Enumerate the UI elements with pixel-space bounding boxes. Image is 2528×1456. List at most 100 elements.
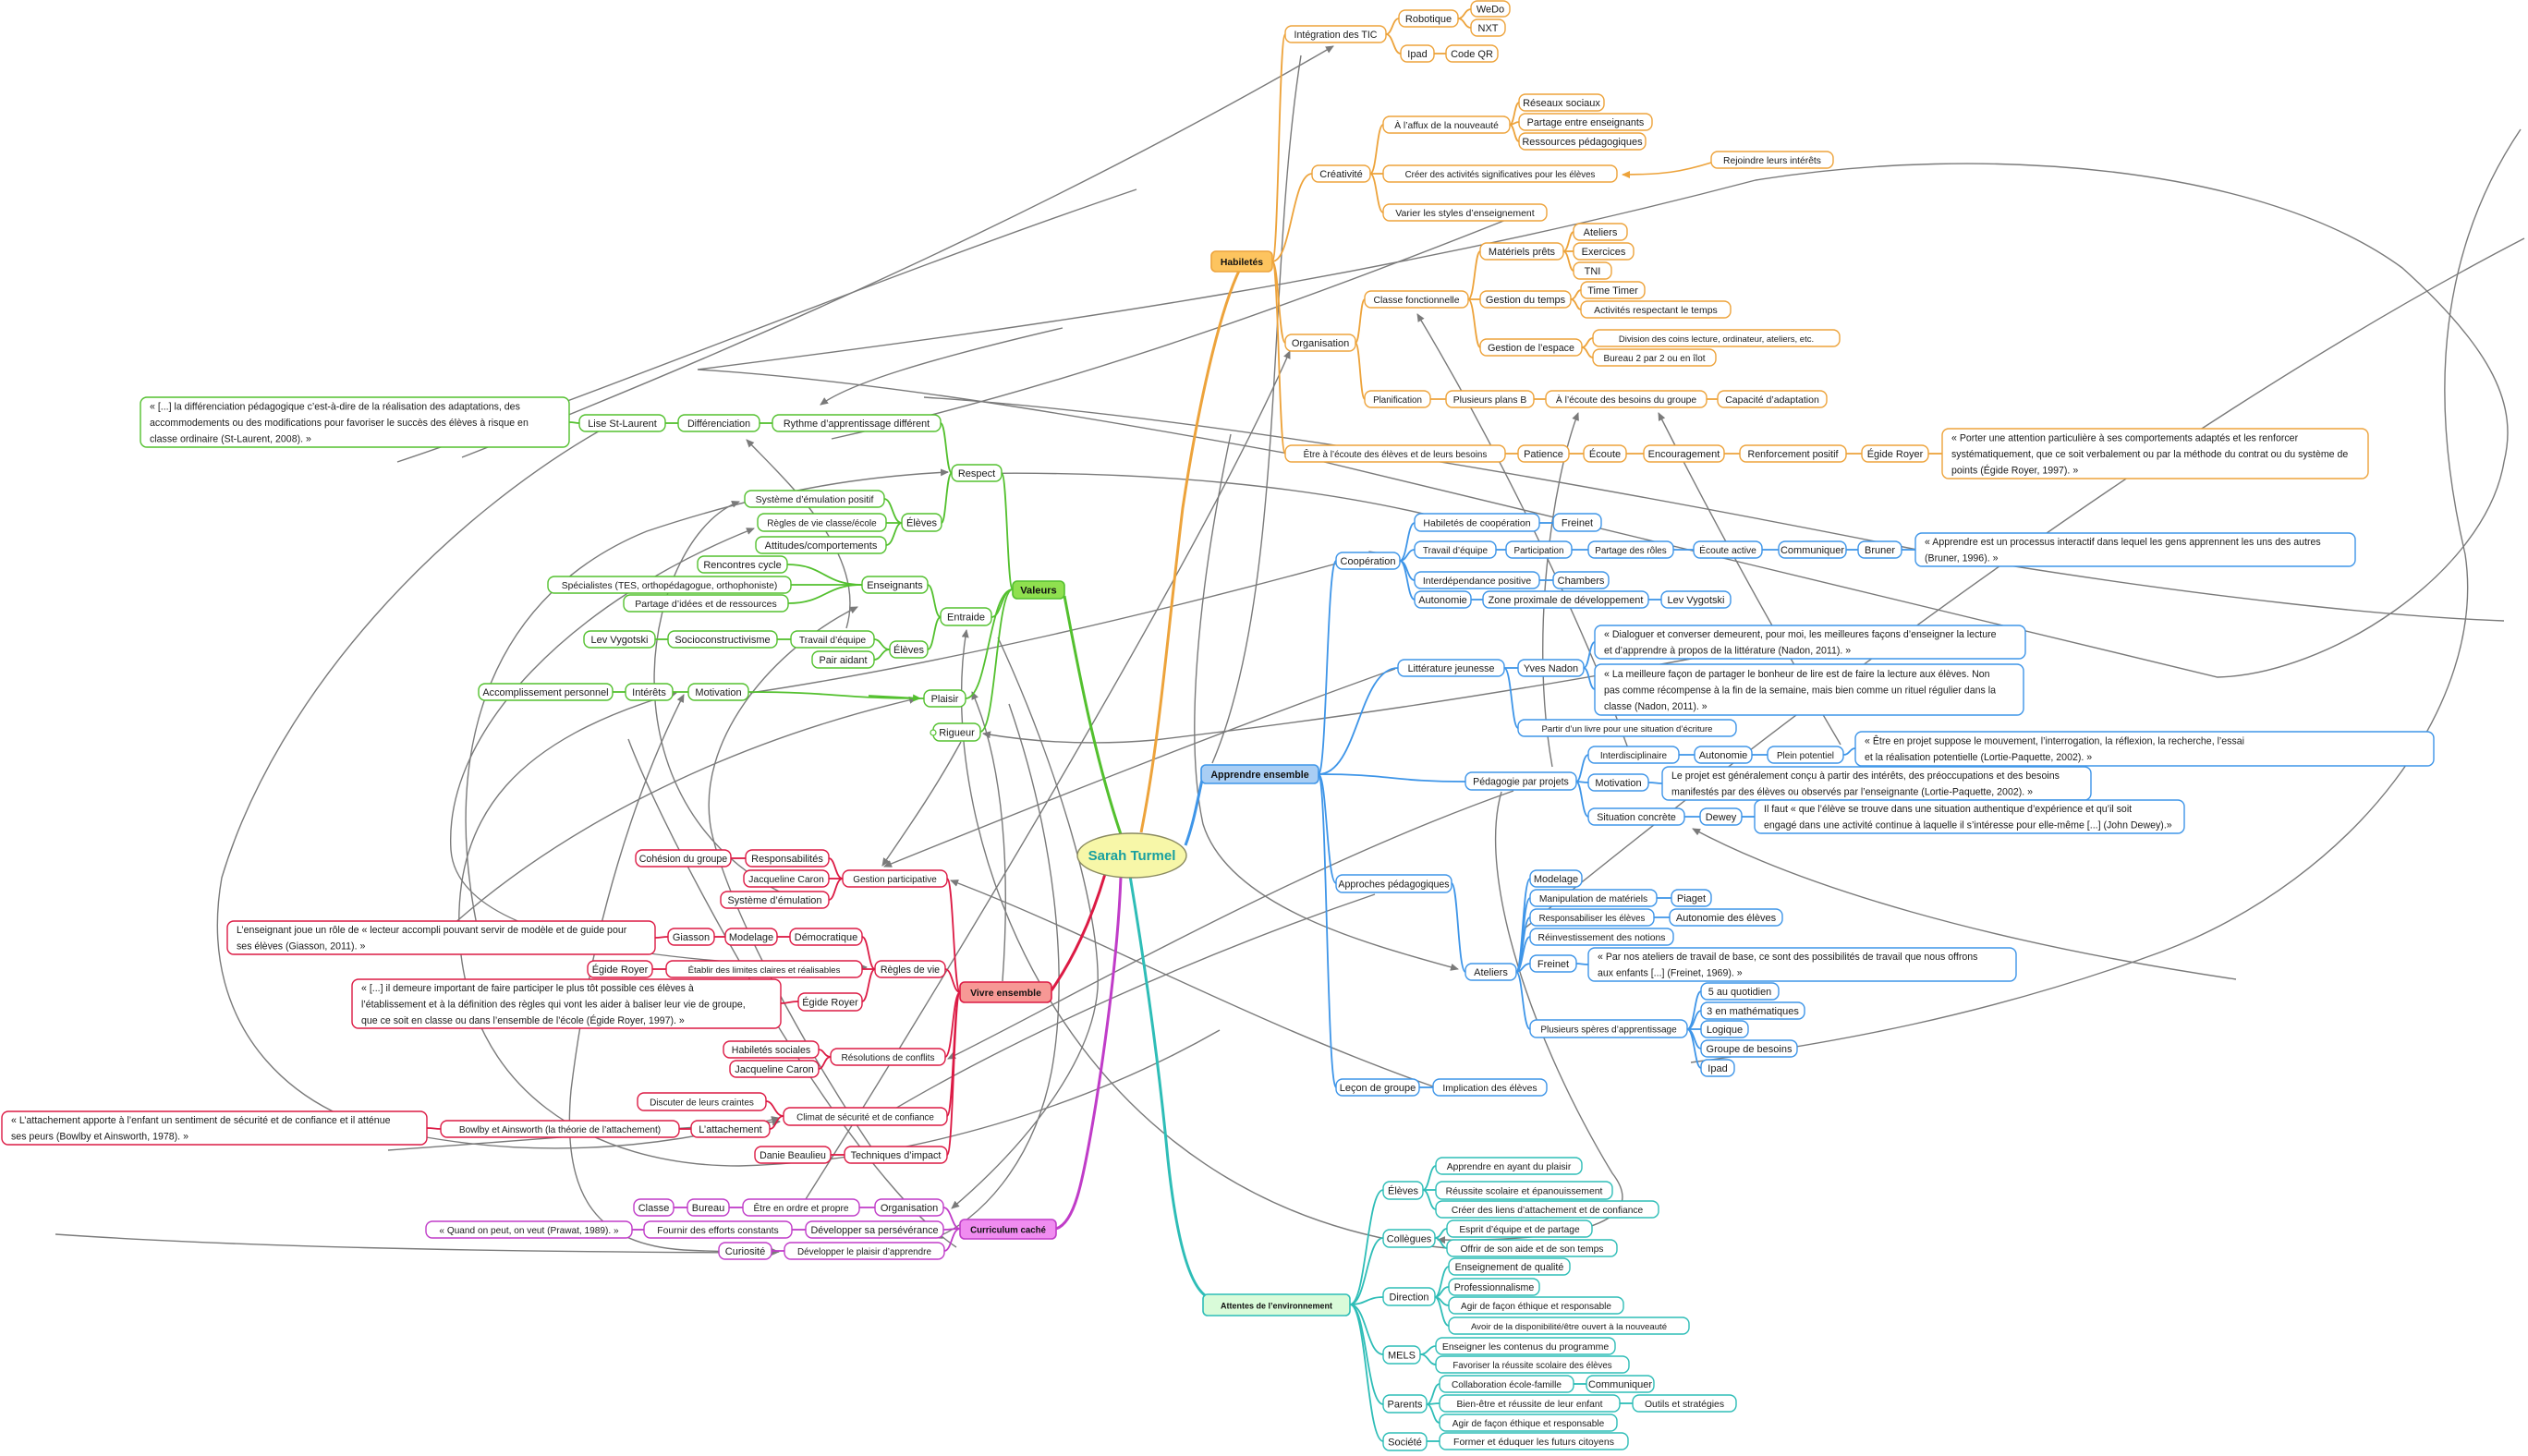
svg-text:Partage d’idées et de ressourc: Partage d’idées et de ressources [635,599,777,610]
svg-text:Vivre ensemble: Vivre ensemble [970,988,1041,999]
svg-text:Yves Nadon: Yves Nadon [1524,663,1578,674]
svg-text:Égide Royer: Égide Royer [1867,448,1924,460]
svg-text:Système d’émulation positif: Système d’émulation positif [756,494,874,505]
svg-text:Pair aidant: Pair aidant [819,655,867,666]
svg-text:Lev Vygotski: Lev Vygotski [1668,595,1725,606]
svg-text:Exercices: Exercices [1582,247,1626,258]
svg-text:Curriculum caché: Curriculum caché [970,1226,1046,1236]
svg-text:Approches pédagogiques: Approches pédagogiques [1338,879,1449,890]
svg-text:Entraide: Entraide [947,612,985,623]
svg-text:Il faut « que l’élève se trouv: Il faut « que l’élève se trouve dans une… [1764,804,2132,815]
svg-text:Élèves: Élèves [906,516,938,528]
svg-text:Patience: Patience [1524,449,1563,460]
svg-text:Ipad: Ipad [1407,49,1427,60]
svg-text:Direction: Direction [1390,1292,1429,1303]
svg-text:Bien-être et réussite de leur: Bien-être et réussite de leur enfant [1457,1400,1603,1410]
svg-text:Plein potentiel: Plein potentiel [1777,751,1834,761]
svg-text:NXT: NXT [1478,23,1499,34]
svg-text:Code QR: Code QR [1451,49,1493,60]
svg-text:et d’apprendre à propos de la: et d’apprendre à propos de la littératur… [1604,646,1851,657]
svg-text:Favoriser la réussite scolaire: Favoriser la réussite scolaire des élève… [1452,1361,1611,1371]
svg-text:Fournir des efforts constants: Fournir des efforts constants [657,1226,779,1236]
svg-text:3 en mathématiques: 3 en mathématiques [1707,1006,1799,1017]
svg-text:systématiquement, que ce soit: systématiquement, que ce soit verbalemen… [1951,449,2348,460]
svg-text:« Quand on peut, on veut (Praw: « Quand on peut, on veut (Prawat, 1989).… [439,1226,619,1236]
svg-text:Règles de vie: Règles de vie [881,965,940,976]
svg-text:Réseaux sociaux: Réseaux sociaux [1523,98,1600,109]
svg-text:Offrir de son aide et de son t: Offrir de son aide et de son temps [1461,1244,1604,1255]
svg-text:« La meilleure façon de partag: « La meilleure façon de partager le bonh… [1604,669,1990,680]
svg-text:Créer des activités significat: Créer des activités significatives pour … [1405,170,1596,180]
svg-text:Règles de vie classe/école: Règles de vie classe/école [767,518,877,528]
svg-text:Groupe de besoins: Groupe de besoins [1707,1044,1793,1055]
svg-text:aux enfants [...] (Freinet, 19: aux enfants [...] (Freinet, 1969). » [1598,968,1743,979]
svg-text:Esprit d’équipe et de partage: Esprit d’équipe et de partage [1459,1225,1580,1235]
svg-text:Développer sa persévérance: Développer sa persévérance [810,1225,938,1236]
svg-text:Chambers: Chambers [1558,576,1605,587]
svg-text:et la réalisation potentielle: et la réalisation potentielle (Lortie-Pa… [1865,752,2092,763]
svg-text:Gestion participative: Gestion participative [853,875,937,885]
svg-text:Participation: Participation [1514,546,1564,556]
svg-text:Élèves: Élèves [1388,1184,1419,1196]
svg-text:« Par nos ateliers de travail: « Par nos ateliers de travail de base, c… [1598,952,1977,963]
svg-text:Socioconstructivisme: Socioconstructivisme [675,635,770,646]
svg-text:L’attachement: L’attachement [699,1124,762,1135]
svg-text:accommodements ou des modifica: accommodements ou des modifications pour… [150,418,529,429]
svg-text:« [...] la différenciation péd: « [...] la différenciation pédagogique c… [150,401,520,412]
svg-text:Pédagogie par projets: Pédagogie par projets [1473,776,1569,787]
svg-text:pas comme récompense à la fin: pas comme récompense à la fin de la sema… [1604,685,1996,696]
svg-text:Habiletés de coopération: Habiletés de coopération [1423,517,1530,528]
svg-text:Élèves: Élèves [893,644,925,656]
svg-text:Respect: Respect [958,468,995,479]
svg-text:Écoute active: Écoute active [1699,544,1756,556]
svg-text:Encouragement: Encouragement [1648,449,1720,460]
svg-text:Robotique: Robotique [1405,14,1452,25]
svg-text:Développer le plaisir d’appren: Développer le plaisir d’apprendre [797,1247,931,1257]
svg-text:classe (Nadon, 2011). »: classe (Nadon, 2011). » [1604,701,1708,712]
svg-text:« Apprendre est un processus i: « Apprendre est un processus interactif … [1925,537,2321,548]
svg-text:« L’attachement apporte à l’en: « L’attachement apporte à l’enfant un se… [11,1115,391,1126]
svg-text:Partage des rôles: Partage des rôles [1595,546,1666,556]
svg-text:Ressources pédagogiques: Ressources pédagogiques [1522,137,1643,148]
svg-text:5 au quotidien: 5 au quotidien [1708,987,1771,998]
svg-text:Lev Vygotski: Lev Vygotski [591,635,649,646]
svg-text:Giasson: Giasson [673,932,710,943]
svg-text:Outils et stratégies: Outils et stratégies [1645,1400,1724,1410]
svg-text:Le projet est généralement con: Le projet est généralement conçu à parti… [1671,770,2060,782]
svg-text:Plusieurs plans B: Plusieurs plans B [1453,395,1527,406]
svg-text:À l’écoute des besoins du grou: À l’écoute des besoins du groupe [1556,394,1697,406]
svg-text:Autonomie: Autonomie [1418,595,1467,606]
svg-text:WeDo: WeDo [1477,4,1504,15]
svg-text:Jacqueline Caron: Jacqueline Caron [735,1064,814,1075]
svg-text:Lise St-Laurent: Lise St-Laurent [588,419,657,430]
svg-text:Créativité: Créativité [1319,169,1362,180]
svg-text:Communiquer: Communiquer [1588,1379,1652,1390]
svg-text:Interdisciplinaire: Interdisciplinaire [1600,751,1668,761]
svg-text:« Être en projet suppose le mo: « Être en projet suppose le mouvement, l… [1865,735,2244,747]
svg-text:Apprendre ensemble: Apprendre ensemble [1210,770,1308,781]
svg-text:Implication des élèves: Implication des élèves [1442,1084,1537,1094]
svg-text:Société: Société [1388,1437,1422,1448]
svg-text:ses élèves (Giasson, 2011). »: ses élèves (Giasson, 2011). » [237,941,365,952]
svg-text:Responsabiliser les élèves: Responsabiliser les élèves [1539,914,1646,924]
svg-text:Ateliers: Ateliers [1584,227,1618,238]
svg-text:Intégration des TIC: Intégration des TIC [1294,30,1378,41]
svg-text:Collègues: Collègues [1387,1233,1432,1244]
svg-text:Time Timer: Time Timer [1587,285,1638,297]
svg-text:Habiletés: Habiletés [1221,258,1263,268]
svg-text:Rythme d’apprentissage différe: Rythme d’apprentissage différent [784,419,930,430]
svg-text:Créer des liens d’attachement: Créer des liens d’attachement et de conf… [1452,1206,1644,1216]
svg-text:Écoute: Écoute [1589,448,1621,460]
svg-text:ses peurs (Bowlby et Ainsworth: ses peurs (Bowlby et Ainsworth, 1978). » [11,1132,188,1143]
svg-text:Modelage: Modelage [729,932,773,943]
svg-text:Situation concrète: Situation concrète [1597,812,1676,823]
svg-text:Discuter de leurs craintes: Discuter de leurs craintes [650,1098,754,1108]
svg-text:À l’affux de la nouveauté: À l’affux de la nouveauté [1394,119,1499,131]
svg-text:Freinet: Freinet [1537,959,1569,970]
svg-text:Piaget: Piaget [1677,893,1706,904]
svg-text:Rigueur: Rigueur [939,727,975,738]
svg-text:Ateliers: Ateliers [1474,967,1508,978]
svg-text:Jacqueline Caron: Jacqueline Caron [748,874,824,885]
svg-text:Matériels prêts: Matériels prêts [1489,247,1556,258]
svg-text:Égide Royer: Égide Royer [592,964,649,976]
